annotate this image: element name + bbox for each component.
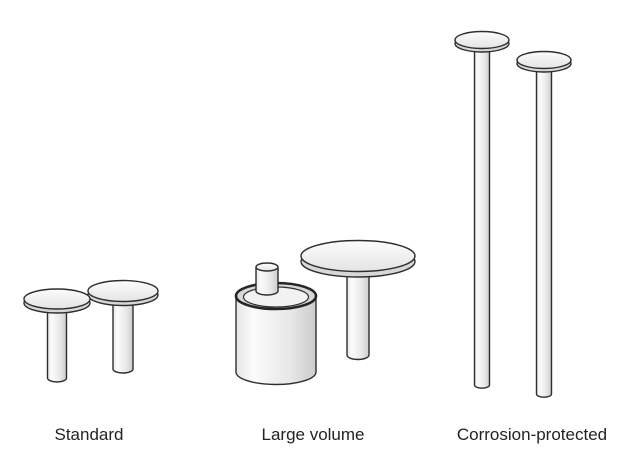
label-standard: Standard — [54, 425, 124, 444]
stub-cap-top — [454, 30, 510, 50]
long-pin-stub-right — [516, 50, 572, 398]
pin-stub-large — [300, 239, 416, 361]
stub-stem — [46, 302, 68, 383]
stub-cap-top — [23, 288, 91, 310]
long-pin-stub-left — [454, 30, 510, 389]
label-large-volume: Large volume — [261, 425, 365, 444]
peg-stem — [255, 266, 279, 296]
label-corrosion-protected: Corrosion-protected — [456, 425, 608, 444]
cup-wall — [235, 295, 317, 386]
cup-with-peg — [234, 262, 318, 386]
corrosion-protected-group — [454, 30, 572, 398]
stub-cap-top — [516, 50, 572, 70]
stub-stem — [535, 62, 553, 398]
large-volume-group — [234, 239, 416, 386]
stub-stem — [346, 260, 370, 361]
stub-stem — [473, 42, 491, 389]
pin-stub-small-left — [23, 288, 91, 383]
pin-stub-small-right — [87, 279, 159, 374]
stub-stem — [112, 294, 134, 374]
stub-cap-top — [300, 239, 416, 273]
standard-group — [23, 279, 159, 383]
stub-cap-top — [87, 279, 159, 303]
peg-top — [255, 262, 279, 272]
